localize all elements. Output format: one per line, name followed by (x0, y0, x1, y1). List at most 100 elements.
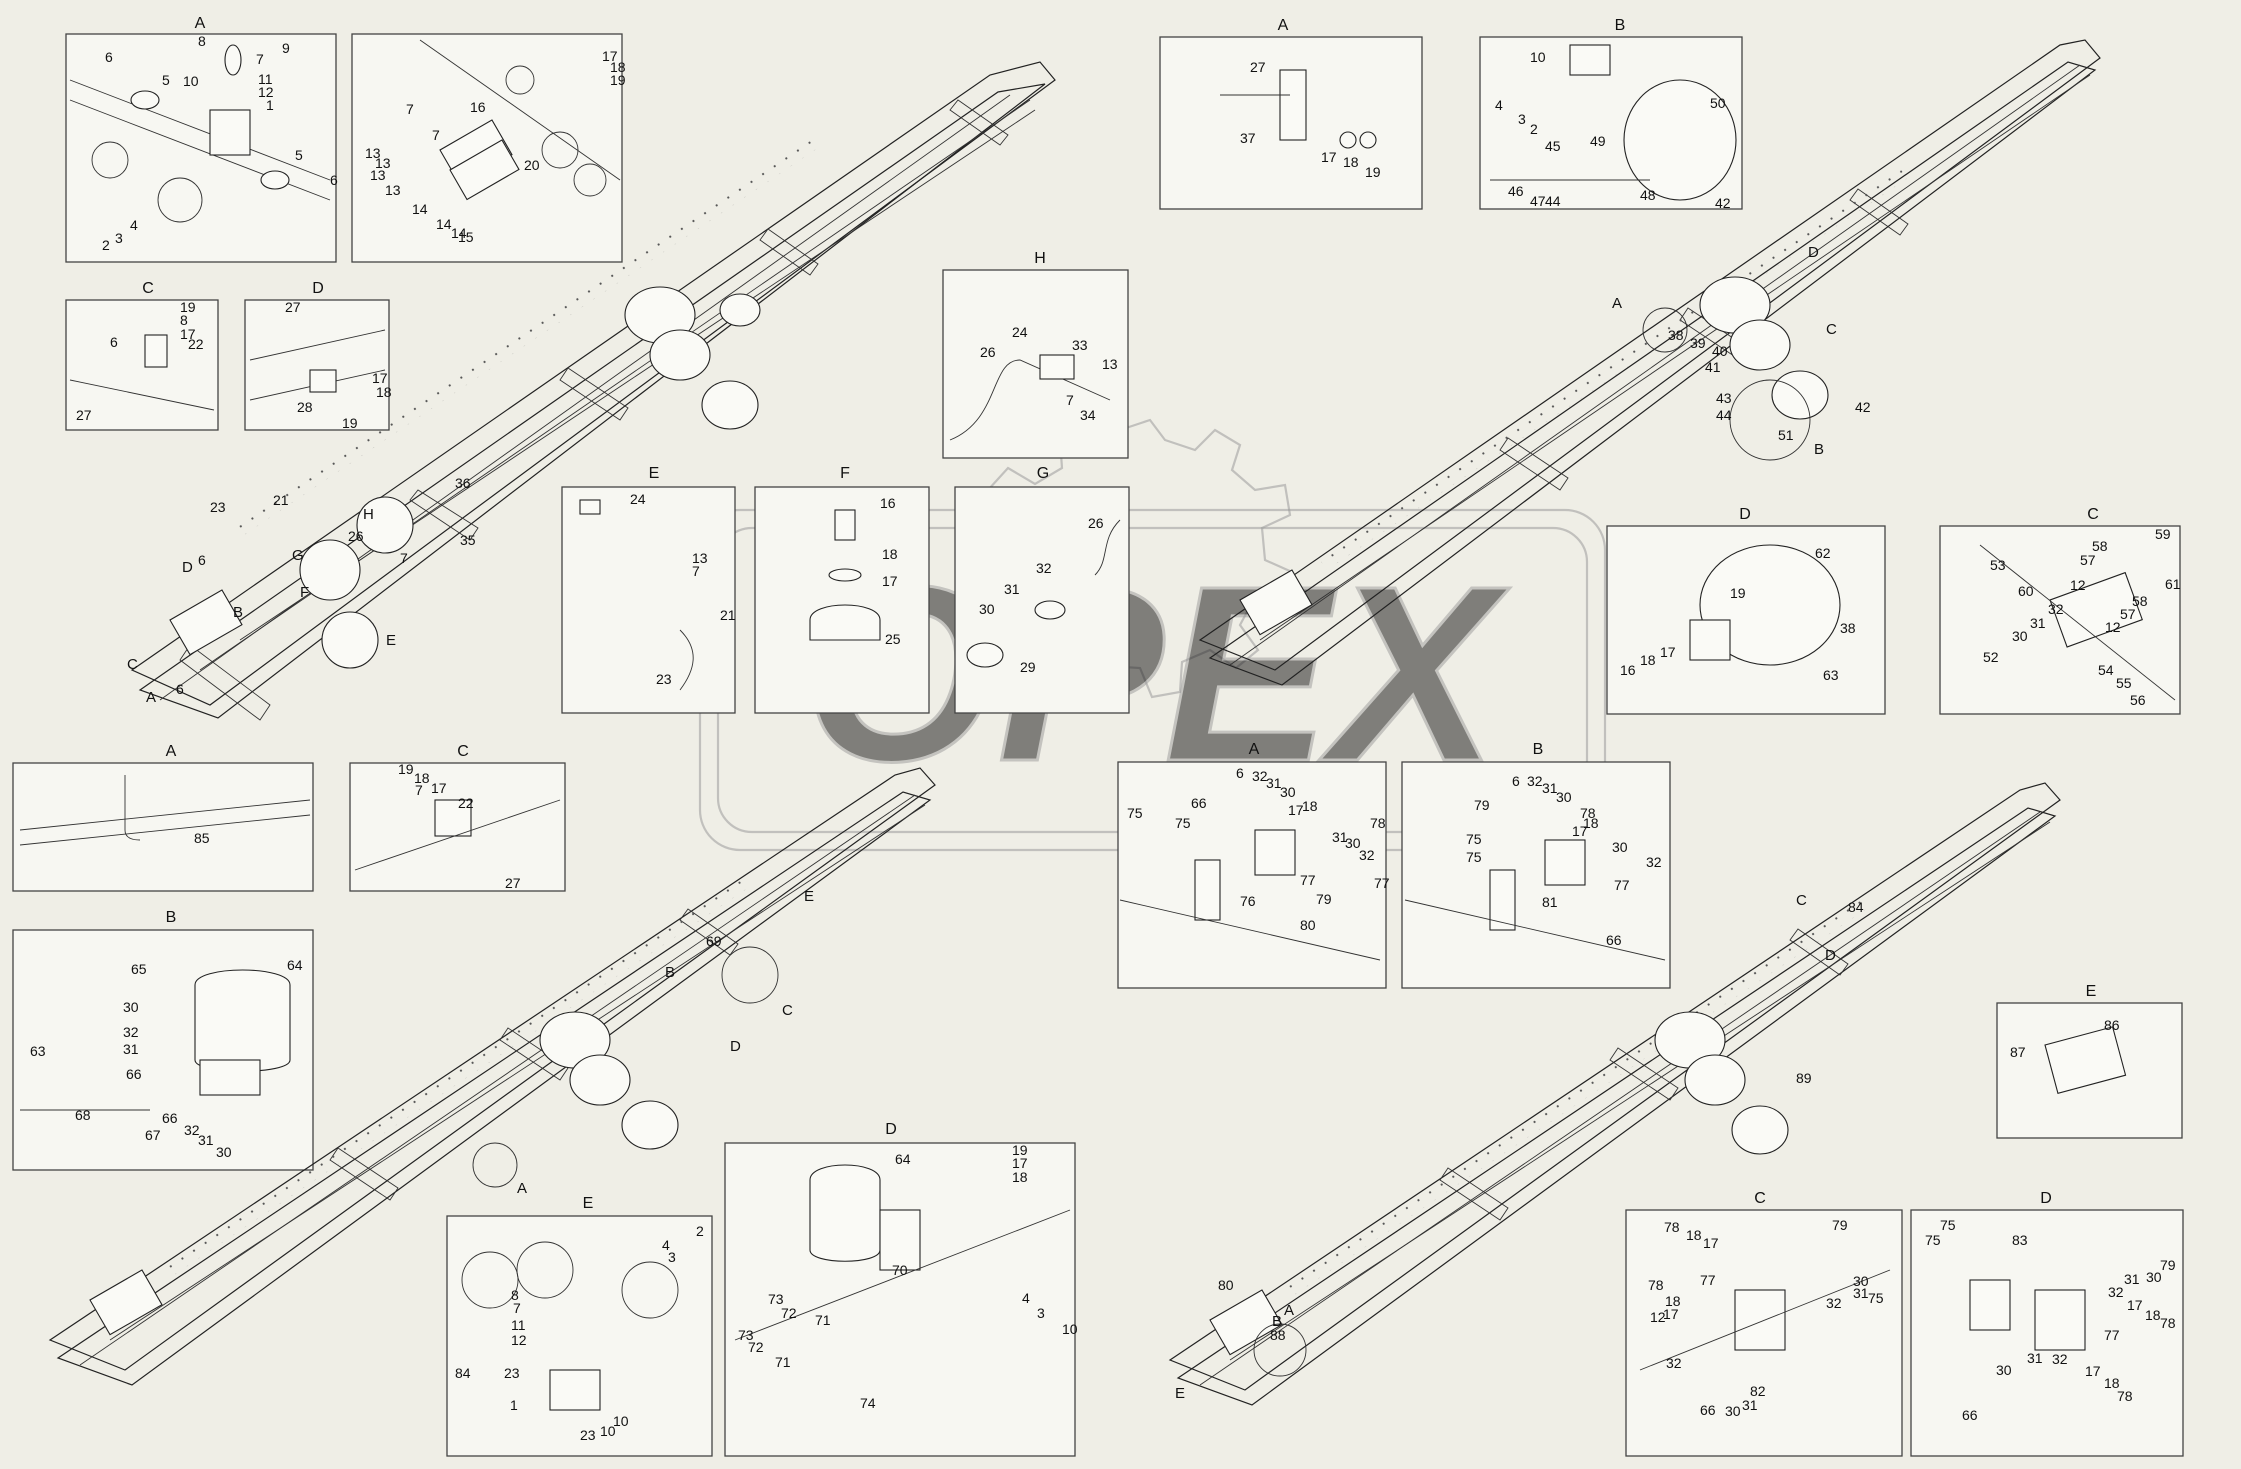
part-number-label: 57 (2080, 552, 2096, 568)
chassis-frame-1 (130, 61, 1056, 721)
part-number-label: 36 (455, 475, 471, 491)
part-number-label: 32 (1359, 847, 1375, 863)
part-number-label: 3 (1037, 1305, 1045, 1321)
inset-mid-b3 (1401, 761, 1671, 989)
part-number-label: 17 (1703, 1235, 1719, 1251)
part-number-label: 31 (123, 1041, 139, 1057)
part-number-label: 7 (513, 1300, 521, 1316)
inset-bottom-e (446, 1215, 713, 1457)
part-number-label: 19 (180, 299, 196, 315)
inset-title: H (1034, 250, 1046, 267)
inset-title: C (2087, 506, 2099, 523)
inset-title: B (1533, 741, 1544, 758)
part-number-label: 13 (365, 145, 381, 161)
inset-title: D (312, 280, 324, 297)
part-number-label: 43 (1716, 390, 1732, 406)
part-number-label: 12 (511, 1332, 527, 1348)
part-number-label: 66 (1191, 795, 1207, 811)
part-number-label: 28 (297, 399, 313, 415)
part-number-label: 40 (1712, 343, 1728, 359)
part-number-label: 18 (1583, 815, 1599, 831)
inset-title: A (1249, 741, 1260, 758)
part-number-label: 32 (1527, 773, 1543, 789)
part-number-label: 16 (1620, 662, 1636, 678)
part-number-label: 26 (980, 344, 996, 360)
part-number-label: 1 (510, 1397, 518, 1413)
part-number-label: 24 (630, 491, 646, 507)
part-number-label: 7 (415, 782, 423, 798)
part-number-label: 23 (210, 499, 226, 515)
part-number-label: 31 (1266, 775, 1282, 791)
part-number-label: 79 (1316, 891, 1332, 907)
part-number-label: 89 (1796, 1070, 1812, 1086)
callout-letter: G (292, 547, 304, 564)
part-number-label: 63 (1823, 667, 1839, 683)
chassis-frame-4 (1168, 782, 2061, 1406)
part-number-label: 18 (376, 384, 392, 400)
part-number-label: 17 (1660, 644, 1676, 660)
inset-title: C (457, 743, 469, 760)
part-number-label: 53 (1990, 557, 2006, 573)
part-number-label: 10 (183, 73, 199, 89)
inset-title: E (583, 1195, 594, 1212)
part-number-label: 10 (1530, 49, 1546, 65)
part-number-label: 80 (1300, 917, 1316, 933)
part-number-label: 7 (692, 563, 700, 579)
inset-title: B (166, 909, 177, 926)
part-number-label: 2 (102, 237, 110, 253)
part-number-label: 83 (2012, 1232, 2028, 1248)
part-number-label: 35 (460, 532, 476, 548)
part-number-label: 44 (1545, 193, 1561, 209)
part-number-label: 58 (2132, 593, 2148, 609)
callout-letter: C (782, 1002, 793, 1019)
callout-letter: B (1814, 441, 1824, 458)
part-number-label: 17 (431, 780, 447, 796)
part-number-label: 49 (1590, 133, 1606, 149)
part-number-label: 66 (1962, 1407, 1978, 1423)
part-number-label: 32 (1826, 1295, 1842, 1311)
part-number-label: 86 (2104, 1017, 2120, 1033)
part-number-label: 6 (105, 49, 113, 65)
inset-top-left-a (65, 33, 337, 263)
inset-title: E (649, 465, 660, 482)
part-number-label: 75 (1868, 1290, 1884, 1306)
part-number-label: 32 (1252, 768, 1268, 784)
part-number-label: 30 (216, 1144, 232, 1160)
part-number-label: 31 (1542, 780, 1558, 796)
part-number-label: 54 (2098, 662, 2114, 678)
part-number-label: 16 (470, 99, 486, 115)
part-number-label: 6 (110, 334, 118, 350)
part-number-label: 30 (2012, 628, 2028, 644)
part-number-label: 32 (2052, 1351, 2068, 1367)
inset-top-left-d (244, 299, 390, 431)
inset-h (942, 269, 1129, 459)
part-number-label: 68 (75, 1107, 91, 1123)
part-number-label: 17 (1288, 802, 1304, 818)
part-number-label: 37 (1240, 130, 1256, 146)
part-number-label: 78 (1664, 1219, 1680, 1235)
part-number-label: 50 (1710, 95, 1726, 111)
part-number-label: 30 (2146, 1269, 2162, 1285)
callout-letter: E (386, 632, 396, 649)
part-number-label: 26 (1088, 515, 1104, 531)
part-number-label: 65 (131, 961, 147, 977)
part-number-label: 12 (2105, 619, 2121, 635)
part-number-label: 30 (1853, 1273, 1869, 1289)
callout-letter: D (1825, 947, 1836, 964)
part-number-label: 24 (1012, 324, 1028, 340)
callout-letter: F (300, 584, 309, 601)
part-number-label: 18 (414, 770, 430, 786)
part-number-label: 30 (1612, 839, 1628, 855)
part-number-label: 78 (1648, 1277, 1664, 1293)
part-number-label: 72 (781, 1305, 797, 1321)
part-number-label: 4 (130, 217, 138, 233)
part-number-label: 18 (1665, 1293, 1681, 1309)
part-number-label: 19 (1012, 1142, 1028, 1158)
callout-letter: C (1796, 892, 1807, 909)
part-number-label: 27 (285, 299, 301, 315)
part-number-label: 29 (1020, 659, 1036, 675)
part-number-label: 70 (892, 1262, 908, 1278)
part-number-label: 23 (504, 1365, 520, 1381)
part-number-label: 14 (451, 225, 467, 241)
part-number-label: 13 (692, 550, 708, 566)
